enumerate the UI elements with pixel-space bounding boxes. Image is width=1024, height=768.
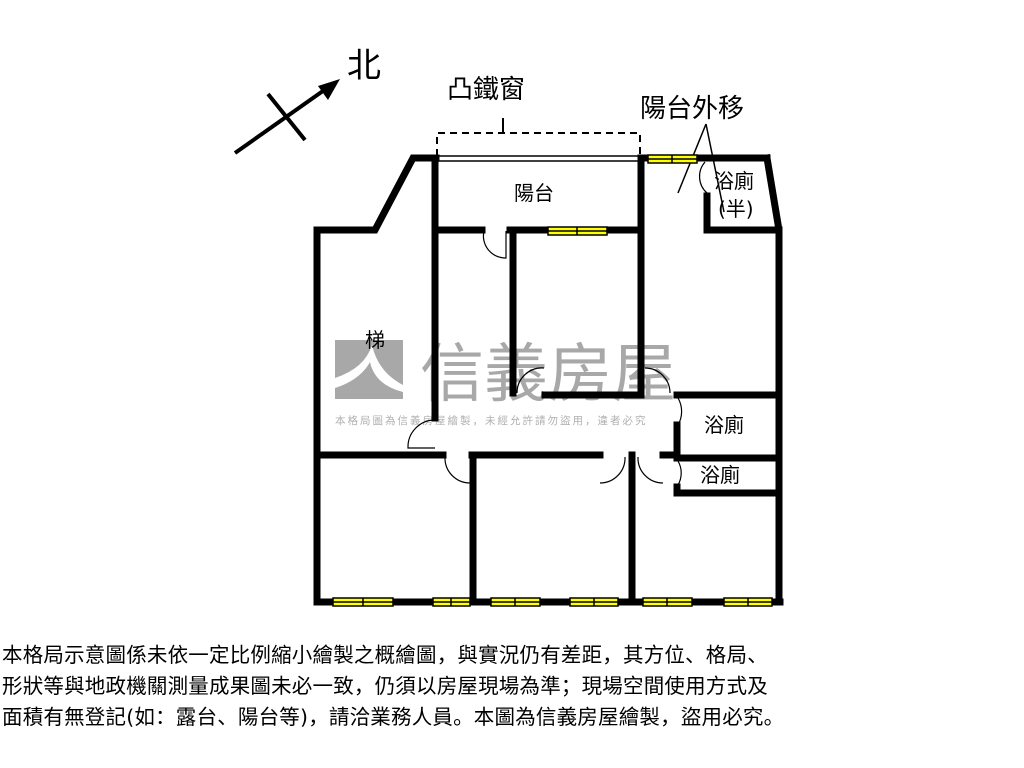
door-stairs	[407, 419, 436, 449]
balcony-moved-label: 陽台外移	[640, 94, 744, 124]
brand-logo-mark	[335, 345, 403, 392]
half-bath-note: (半)	[718, 197, 754, 221]
door-room-center	[516, 367, 545, 394]
door-room-right	[644, 367, 671, 394]
disclaimer-line: 面積有無登記(如：露台、陽台等)，請洽業務人員。本圖為信義房屋繪製，盜用必究。	[2, 705, 785, 729]
door-half-bath	[698, 161, 708, 194]
floor-plan: 信義房屋 本格局圖為信義房屋繪製，未經允許請勿盜用，違者必究 北 凸鐵窗 陽台外…	[233, 46, 784, 607]
bay-window-outline	[436, 132, 641, 156]
door-bath-1	[677, 397, 683, 426]
disclaimer: 本格局示意圖係未依一定比例縮小繪製之概繪圖，與實況仍有差距，其方位、格局、 形狀…	[2, 640, 1024, 733]
windows	[332, 154, 773, 607]
door-room-bm	[599, 456, 626, 484]
watermark-brand: 信義房屋	[420, 338, 676, 412]
compass-label: 北	[347, 46, 381, 86]
door-swings	[407, 161, 708, 486]
north-arrow-icon	[233, 79, 340, 155]
door-bath-2	[677, 460, 682, 486]
brand-logo-icon	[335, 340, 403, 399]
balcony-railing	[437, 155, 640, 162]
bay-window-label: 凸鐵窗	[447, 75, 525, 105]
door-balcony	[482, 230, 507, 259]
disclaimer-line: 形狀等與地政機關測量成果圖未必一致，仍須以房屋現場為準；現場空間使用方式及	[2, 674, 768, 698]
disclaimer-line: 本格局示意圖係未依一定比例縮小繪製之概繪圖，與實況仍有差距，其方位、格局、	[2, 643, 768, 667]
half-bath-label: 浴廁	[714, 169, 754, 193]
stairs-label: 梯	[365, 328, 385, 352]
door-room-br	[637, 456, 664, 484]
bathroom-1-label: 浴廁	[704, 413, 744, 437]
balcony-label: 陽台	[514, 181, 554, 205]
walls	[313, 153, 784, 606]
bathroom-2-label: 浴廁	[700, 463, 740, 487]
watermark-notice: 本格局圖為信義房屋繪製，未經允許請勿盜用，違者必究	[335, 414, 648, 427]
watermark: 信義房屋 本格局圖為信義房屋繪製，未經允許請勿盜用，違者必究	[335, 338, 676, 427]
door-room-bl	[444, 456, 471, 484]
